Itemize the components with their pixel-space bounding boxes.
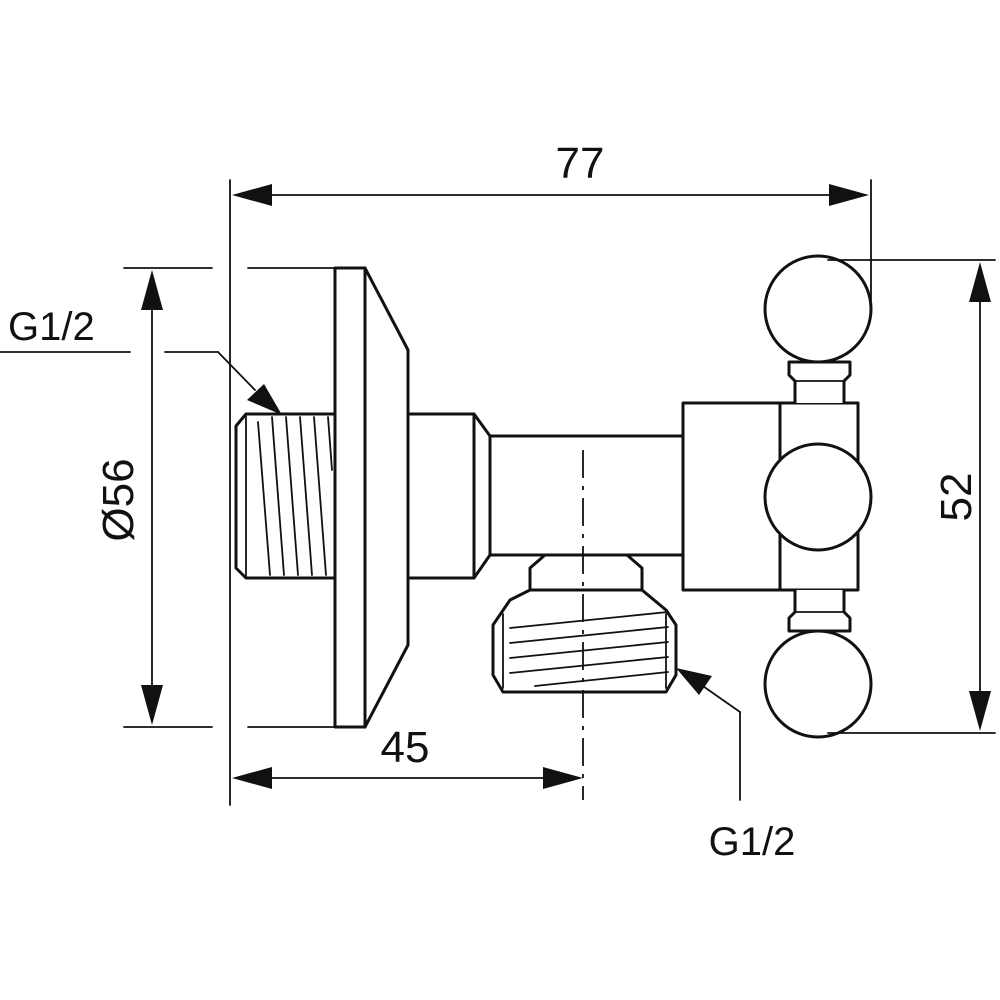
- dimension-overall-width-label: 77: [556, 139, 605, 188]
- dimension-flange-diameter: Ø56: [94, 267, 336, 728]
- outlet-thread-nut: [491, 588, 678, 694]
- dimension-overall-height-label: 52: [932, 473, 981, 522]
- outlet-neck: [528, 553, 644, 592]
- callout-outlet-thread: G1/2: [676, 668, 795, 864]
- handle-knob-center: [763, 442, 873, 552]
- dimension-flange-diameter-label: Ø56: [94, 458, 143, 541]
- callout-inlet-thread: G1/2: [0, 305, 282, 415]
- valve-body: [406, 412, 685, 580]
- dimension-outlet-offset-label: 45: [381, 723, 430, 772]
- dimension-overall-width: 77: [229, 139, 872, 806]
- cross-handle: [763, 254, 873, 739]
- handle-knob-top: [763, 254, 873, 364]
- dimension-outlet-offset: 45: [232, 723, 583, 789]
- wall-flange: [333, 266, 410, 729]
- dimension-overall-height: 52: [827, 259, 996, 734]
- callout-inlet-thread-label: G1/2: [8, 305, 95, 349]
- handle-knob-bottom: [763, 629, 873, 739]
- inlet-thread-nipple: [234, 412, 337, 580]
- callout-outlet-thread-label: G1/2: [709, 820, 796, 864]
